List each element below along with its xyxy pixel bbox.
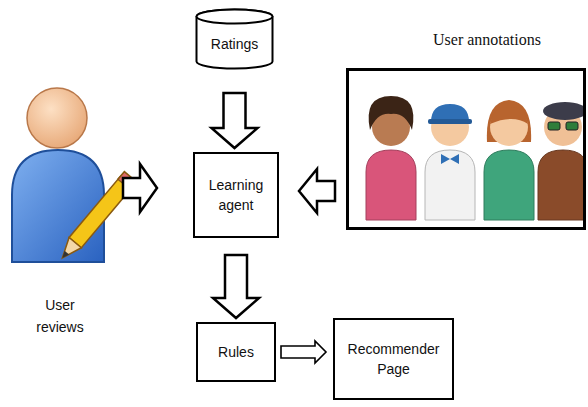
torso bbox=[484, 150, 534, 220]
person-figure bbox=[366, 96, 416, 220]
hair bbox=[369, 96, 414, 130]
beret bbox=[543, 102, 583, 120]
cylinder-top bbox=[197, 10, 273, 24]
output-box: Recommender Page bbox=[333, 318, 454, 400]
panel-frame bbox=[346, 68, 586, 230]
person-figure bbox=[538, 102, 583, 220]
glasses bbox=[548, 122, 560, 130]
icon-caption: User reviews bbox=[28, 294, 92, 339]
glasses bbox=[566, 122, 578, 130]
bow-tie bbox=[441, 154, 459, 164]
block-arrow bbox=[213, 255, 259, 318]
process-box: Learning agent bbox=[193, 152, 279, 238]
fringe bbox=[490, 107, 528, 124]
user-head bbox=[27, 88, 87, 148]
person-figure bbox=[425, 104, 475, 220]
cap-brim bbox=[428, 119, 472, 124]
process-box: Rules bbox=[196, 322, 276, 382]
torso bbox=[366, 150, 416, 220]
panel-heading: User annotations bbox=[346, 28, 586, 68]
node-label: Learning agent bbox=[201, 175, 271, 216]
cylinder-body bbox=[197, 10, 273, 69]
user-body bbox=[12, 150, 104, 262]
block-arrow bbox=[212, 93, 258, 148]
node-label: Rules bbox=[218, 342, 254, 362]
block-arrow bbox=[281, 341, 326, 363]
people-illustration bbox=[349, 71, 583, 227]
node-label: Recommender Page bbox=[344, 339, 444, 380]
node-label: Ratings bbox=[211, 34, 258, 54]
person-figure bbox=[484, 100, 534, 220]
block-arrow bbox=[299, 169, 335, 213]
input-arrow bbox=[123, 164, 157, 212]
torso bbox=[538, 150, 583, 220]
user-icon bbox=[12, 88, 137, 263]
torso bbox=[425, 150, 475, 220]
annotation-panel: User annotations bbox=[346, 28, 586, 230]
database-cylinder: Ratings bbox=[195, 8, 274, 70]
